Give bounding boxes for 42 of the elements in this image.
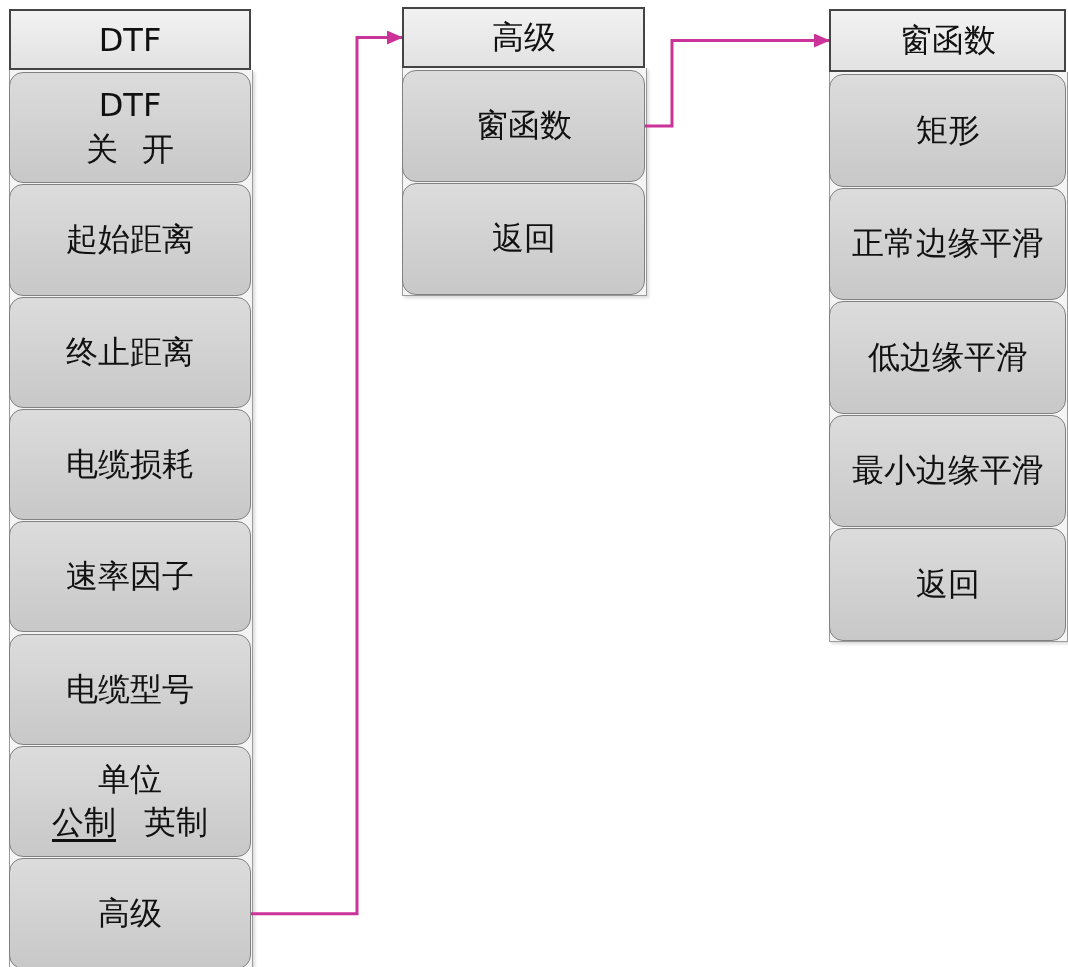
menu-label: 返回 [915, 563, 980, 605]
menu-button [9, 521, 251, 633]
menu-button [402, 183, 645, 295]
menu-button [829, 187, 1066, 300]
menu-label: 电缆损耗 [66, 443, 194, 485]
menu-button [9, 72, 251, 184]
menu-label: 矩形 [915, 109, 980, 151]
menu-label: 速率因子 [66, 556, 194, 598]
arrow [251, 30, 403, 916]
menu-label: 窗函数 [899, 19, 996, 61]
option-label: 开 [142, 128, 174, 170]
menu-button [9, 296, 251, 408]
option-label: 关 [86, 128, 118, 170]
menu-header [402, 7, 645, 68]
menu-header [9, 9, 251, 70]
menu-button [9, 745, 251, 858]
menu-label: 电缆型号 [66, 668, 194, 710]
menu-button [9, 184, 251, 296]
menu-label: 终止距离 [66, 331, 194, 373]
menu-button [9, 633, 251, 745]
menu-label: 正常边缘平滑 [851, 223, 1044, 265]
menu-button [829, 74, 1066, 187]
menu-label: 窗函数 [475, 105, 572, 147]
menu-label: 单位 [98, 759, 162, 801]
menu-label: 起始距离 [66, 219, 194, 261]
menu-label: 高级 [491, 16, 556, 58]
option-label: 英制 [144, 802, 208, 844]
menu-button [829, 301, 1066, 414]
menu-button [402, 70, 645, 182]
menu-button [9, 858, 251, 967]
option-label: 公制 [52, 802, 116, 844]
menu-header [829, 9, 1066, 72]
menu-button [9, 408, 251, 521]
menu-label: 低边缘平滑 [867, 336, 1028, 378]
menu-label: 高级 [98, 893, 162, 935]
menu-button [829, 414, 1066, 527]
menu-label: DTF [98, 85, 162, 127]
menu-label: 返回 [491, 218, 556, 260]
menu-label: 最小边缘平滑 [851, 450, 1044, 492]
arrow [645, 33, 830, 128]
menu-label: DTF [98, 20, 162, 59]
menu-button [829, 528, 1066, 641]
